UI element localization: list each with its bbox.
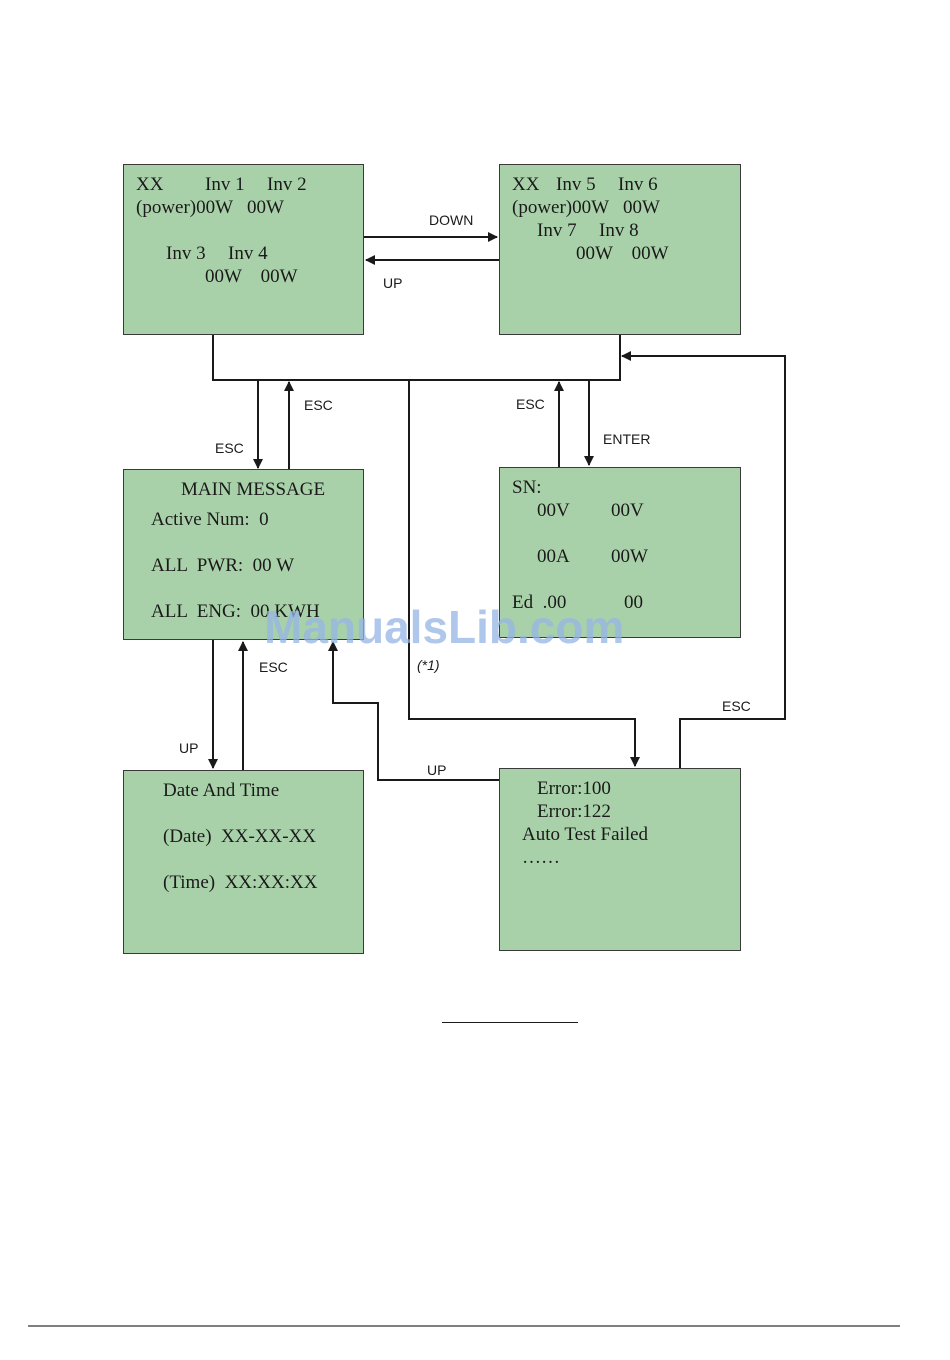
inv-6-label: Inv 6 [618, 174, 658, 195]
inv-4-label: Inv 4 [228, 243, 268, 264]
arrow-bus-to-error [408, 380, 640, 767]
main-message-title: MAIN MESSAGE [181, 479, 326, 500]
screen-date-time: Date And Time (Date) XX-XX-XX (Time) XX:… [123, 770, 364, 954]
label-esc-left-upper: ESC [304, 397, 333, 413]
sn-current: 00A [537, 546, 570, 567]
sn-ed-a: Ed .00 [512, 592, 567, 613]
label-footnote-marker: (*1) [417, 657, 440, 673]
label-enter: ENTER [603, 431, 651, 447]
screen-error: Error:100 Error:122 Auto Test Failed …… [499, 768, 741, 951]
all-power: ALL PWR: 00 W [151, 555, 295, 576]
label-down: DOWN [429, 212, 474, 228]
screen-inv-5-8: XX Inv 5 Inv 6 (power)00W 00W Inv 7 Inv … [499, 164, 741, 335]
screen-inv-1-4: XX Inv 1 Inv 2 (power)00W 00W Inv 3 Inv … [123, 164, 364, 335]
sn-watt: 00W [611, 546, 648, 567]
footer-rule [28, 1325, 900, 1327]
error-line-1: Error:100 [537, 778, 611, 799]
label-up-top: UP [383, 275, 403, 291]
inv-2-label: Inv 2 [267, 174, 307, 195]
time-value: (Time) XX:XX:XX [163, 872, 318, 893]
error-more: …… [522, 847, 560, 868]
screen-main-message: MAIN MESSAGE Active Num: 0 ALL PWR: 00 W… [123, 469, 364, 640]
error-line-2: Error:122 [537, 801, 611, 822]
date-value: (Date) XX-XX-XX [163, 826, 317, 847]
inv-1-2-power: (power)00W 00W [136, 197, 284, 218]
auto-test-status: Auto Test Failed [522, 824, 649, 845]
inv-5-8-xx: XX [512, 174, 540, 195]
inv-8-label: Inv 8 [599, 220, 639, 241]
label-esc-left-lower: ESC [215, 440, 244, 456]
inv-5-label: Inv 5 [556, 174, 596, 195]
label-up-error: UP [427, 762, 447, 778]
sn-ed-b: 00 [624, 592, 643, 613]
label-up-date: UP [179, 740, 199, 756]
label-esc-error: ESC [722, 698, 751, 714]
inv-3-4-power: 00W 00W [205, 266, 298, 287]
arrow-up-from-error [328, 641, 499, 781]
inv-7-label: Inv 7 [537, 220, 577, 241]
inv-3-label: Inv 3 [166, 243, 206, 264]
screen-sn: SN: 00V 00V 00A 00W Ed .00 00 [499, 467, 741, 638]
inv-1-label: Inv 1 [205, 174, 245, 195]
label-esc-center: ESC [516, 396, 545, 412]
active-num: Active Num: 0 [151, 509, 269, 530]
all-energy: ALL ENG: 00 KWH [151, 601, 320, 622]
date-time-title: Date And Time [163, 780, 280, 801]
arrow-esc-from-error [621, 351, 786, 768]
inv-5-6-power: (power)00W 00W [512, 197, 660, 218]
watermark: ManualsLib.com [264, 601, 625, 653]
label-esc-main-down: ESC [259, 659, 288, 675]
caption-rule [442, 1022, 578, 1023]
sn-voltage-a: 00V [537, 500, 570, 521]
sn-title: SN: [512, 477, 542, 498]
inv-7-8-power: 00W 00W [576, 243, 669, 264]
bus-line [212, 335, 621, 381]
sn-voltage-b: 00V [611, 500, 644, 521]
inv-1-4-xx: XX [136, 174, 164, 195]
